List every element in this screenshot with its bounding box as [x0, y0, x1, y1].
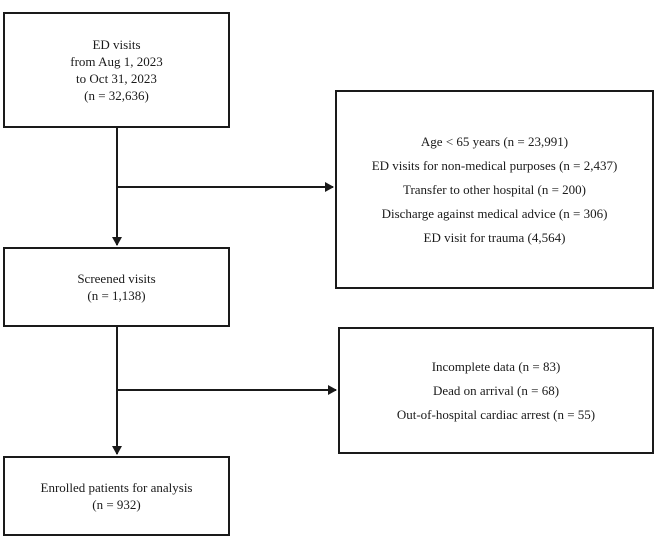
enrolled-patients-box: Enrolled patients for analysis (n = 932) [3, 456, 230, 536]
ed-visits-count: (n = 32,636) [84, 88, 149, 103]
ed-visits-date-from: from Aug 1, 2023 [70, 54, 163, 69]
ed-visits-date-to: to Oct 31, 2023 [76, 71, 157, 86]
exclusion-transfer: Transfer to other hospital (n = 200) [402, 182, 587, 197]
exclusion-ohca: Out-of-hospital cardiac arrest (n = 55) [396, 407, 596, 422]
first-exclusion-box: Age < 65 years (n = 23,991) ED visits fo… [335, 90, 654, 289]
exclusion-age: Age < 65 years (n = 23,991) [420, 134, 569, 149]
enrolled-patients-count: (n = 932) [92, 497, 141, 512]
exclusion-discharge-ama: Discharge against medical advice (n = 30… [381, 206, 608, 221]
ed-visits-box: ED visits from Aug 1, 2023 to Oct 31, 20… [3, 12, 230, 128]
ed-visits-title: ED visits [92, 37, 141, 52]
exclusion-trauma: ED visit for trauma (4,564) [423, 230, 566, 245]
exclusion-non-medical: ED visits for non-medical purposes (n = … [371, 158, 618, 173]
screened-visits-box: Screened visits (n = 1,138) [3, 247, 230, 327]
enrolled-patients-title: Enrolled patients for analysis [40, 480, 193, 495]
screened-visits-count: (n = 1,138) [87, 288, 146, 303]
exclusion-dead-on-arrival: Dead on arrival (n = 68) [432, 383, 560, 398]
screened-visits-title: Screened visits [77, 271, 156, 286]
second-exclusion-box: Incomplete data (n = 83) Dead on arrival… [338, 327, 654, 454]
exclusion-incomplete-data: Incomplete data (n = 83) [431, 359, 561, 374]
